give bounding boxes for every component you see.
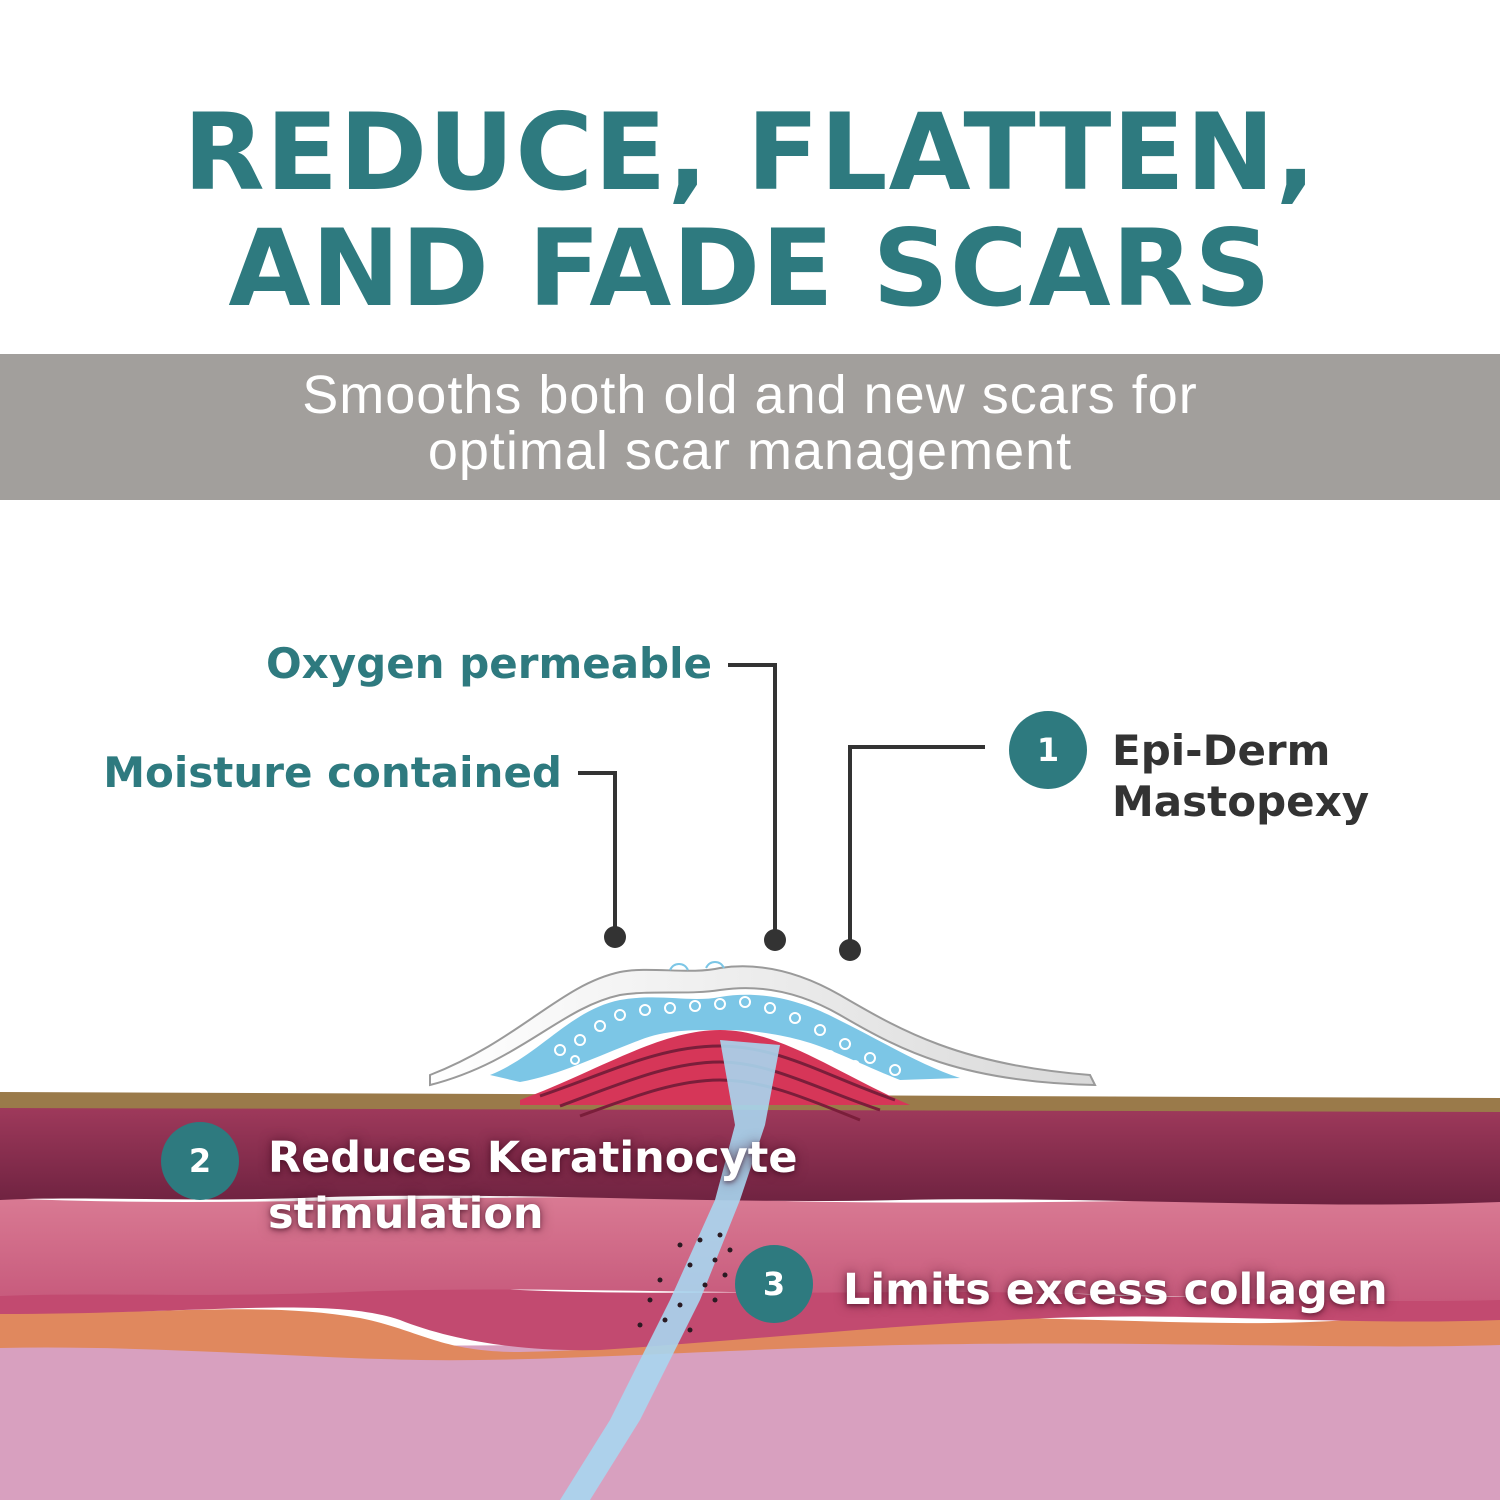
step-3-badge: 3: [735, 1245, 813, 1323]
collagen-dots: [637, 1232, 733, 1333]
step-1-badge: 1: [1009, 711, 1087, 789]
fat-layer: [0, 1309, 1500, 1361]
step-1-line-2: Mastopexy: [1112, 777, 1370, 827]
oxygen-permeable-label: Oxygen permeable: [265, 639, 712, 688]
step-1-line-1: Epi-Derm: [1112, 726, 1331, 775]
gel-bubbles: [554, 996, 901, 1076]
skin-cross-section-illustration: [0, 663, 1500, 1500]
step-2-text: Reduces Keratinocyte stimulation: [268, 1131, 798, 1243]
subcutaneous-layer: [0, 1338, 1500, 1500]
headline-line-1: REDUCE, FLATTEN,: [183, 91, 1317, 214]
step-2-line-1: Reduces Keratinocyte: [268, 1133, 798, 1183]
leader-lines: [578, 663, 985, 950]
subtitle-line-1: Smooths both old and new scars for: [302, 365, 1198, 425]
epiderm-leader-line: [848, 745, 985, 950]
gel-layer: [490, 994, 960, 1082]
lower-dermis: [0, 1287, 1500, 1351]
moisture-contained-label: Moisture contained: [103, 748, 562, 797]
subtitle-line-2: optimal scar management: [427, 421, 1073, 481]
middle-dermis: [0, 1197, 1500, 1302]
step-3-line-1: Limits excess collagen: [843, 1265, 1388, 1315]
epiderm-leader-dot: [839, 939, 861, 961]
oxygen-leader-dot: [764, 929, 786, 951]
step-2-line-2: stimulation: [268, 1188, 544, 1239]
headline-line-2: AND FADE SCARS: [228, 207, 1272, 330]
step-3-text: Limits excess collagen: [843, 1264, 1388, 1316]
moisture-leader-dot: [604, 926, 626, 948]
step-1-text: Epi-Derm Mastopexy: [1112, 725, 1369, 827]
silicone-patch: [429, 965, 1097, 1087]
oxygen-leader-line: [728, 663, 777, 940]
step-2-badge: 2: [161, 1122, 239, 1200]
keratinocyte-channel: [560, 1040, 780, 1500]
subtitle-band: Smooths both old and new scars for optim…: [0, 354, 1500, 500]
moisture-leader-line: [578, 771, 617, 937]
